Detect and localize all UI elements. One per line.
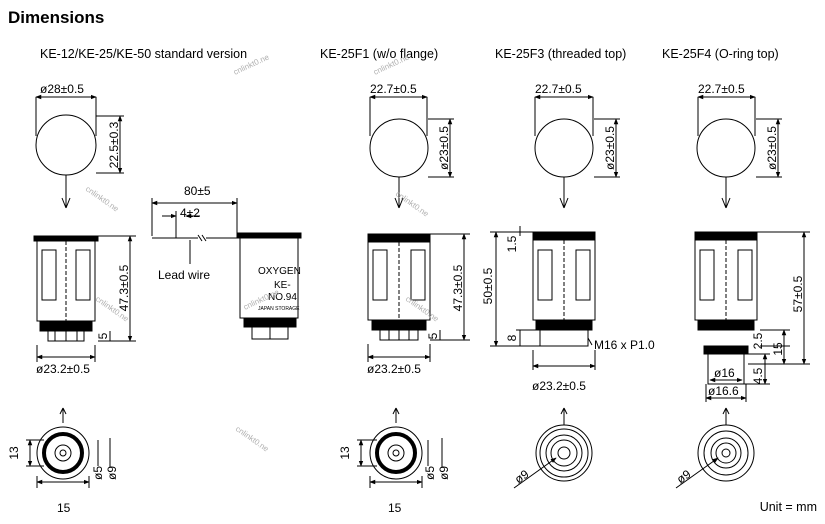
std-top-height: 22.5±0.3 [107, 121, 121, 168]
f3-thread-height: 8 [505, 334, 519, 341]
f1-bottom-height: 5 [426, 332, 440, 339]
f4-oring-h3: 4.5 [751, 367, 765, 384]
f3-top-view [534, 94, 620, 209]
f1-bottom-width: 15 [388, 501, 402, 515]
f1-top-width: 22.7±0.5 [370, 82, 417, 96]
watermark-2: cnlinkt0.ne [372, 52, 411, 77]
f4-oring-h2: 15 [771, 342, 785, 356]
f1-side-view [367, 233, 470, 362]
standard-top-view [35, 94, 124, 209]
lead-strip: 4±2 [180, 206, 200, 220]
std-pin-spacing: 13 [7, 446, 21, 460]
watermark-1: cnlinkt0.ne [232, 52, 271, 77]
f1-top-view [369, 94, 454, 209]
f4-oring-d2: ø16.6 [708, 384, 739, 398]
f1-base-diameter: ø23.2±0.5 [367, 362, 421, 376]
f3-top-height: ø23±0.5 [603, 126, 617, 170]
f1-bottom-view [357, 407, 443, 488]
std-base-diameter: ø23.2±0.5 [36, 362, 90, 376]
f4-top-width: 22.7±0.5 [698, 82, 745, 96]
caption-f3: KE-25F3 (threaded top) [495, 47, 627, 61]
f1-pin-spacing: 13 [338, 446, 352, 460]
std-pin-d1: ø5 [91, 466, 105, 480]
f3-body-height: 50±0.5 [481, 267, 495, 304]
side-label-1: OXYGEN [258, 266, 301, 277]
watermark-8: cnlinkt0.ne [234, 424, 271, 454]
f3-side-view [490, 226, 596, 370]
f4-oring-d1: ø16 [714, 366, 735, 380]
f4-top-height: ø23±0.5 [765, 126, 779, 170]
std-bottom-width: 15 [57, 501, 71, 515]
std-body-height: 47.3±0.5 [117, 264, 131, 311]
f4-bottom-d: ø9 [674, 467, 694, 487]
unit-note: Unit = mm [759, 500, 817, 514]
caption-f4: KE-25F4 (O-ring top) [662, 47, 779, 61]
f3-thread-label: M16 x P1.0 [594, 338, 655, 352]
f1-pin-d1: ø5 [423, 466, 437, 480]
lead-length: 80±5 [184, 184, 211, 198]
f4-top-view [696, 94, 782, 209]
standard-side-view [33, 235, 136, 362]
f4-bottom-view [675, 407, 755, 489]
side-label-3: NO.94 [268, 292, 297, 303]
caption-standard: KE-12/KE-25/KE-50 standard version [40, 47, 248, 61]
f3-top-width: 22.7±0.5 [535, 82, 582, 96]
watermark-3: cnlinkt0.ne [84, 184, 121, 214]
std-top-width: ø28±0.5 [40, 82, 84, 96]
standard-bottom-view [26, 407, 111, 488]
page-title: Dimensions [8, 8, 105, 27]
f4-side-view [694, 231, 810, 402]
f4-oring-h1: 2.5 [751, 332, 765, 349]
side-label-4: JAPAN STORAGE [258, 306, 300, 312]
watermark-7: cnlinkt0.ne [404, 294, 441, 324]
std-pin-d2: ø9 [105, 466, 119, 480]
lead-wire-label: Lead wire [158, 268, 210, 282]
f3-bottom-d: ø9 [512, 467, 532, 487]
caption-f1: KE-25F1 (w/o flange) [320, 47, 439, 61]
f1-pin-d2: ø9 [437, 466, 451, 480]
f3-bottom-view [513, 407, 593, 489]
f3-base-diameter: ø23.2±0.5 [532, 379, 586, 393]
f4-body-height: 57±0.5 [791, 275, 805, 312]
side-label-view [236, 232, 302, 340]
f1-body-height: 47.3±0.5 [451, 264, 465, 311]
std-bottom-height: 5 [96, 332, 110, 339]
lead-wire-detail [151, 198, 238, 264]
f3-ring-height: 1.5 [505, 235, 519, 252]
f1-top-height: ø23±0.5 [437, 126, 451, 170]
side-label-2: KE- [274, 280, 291, 291]
